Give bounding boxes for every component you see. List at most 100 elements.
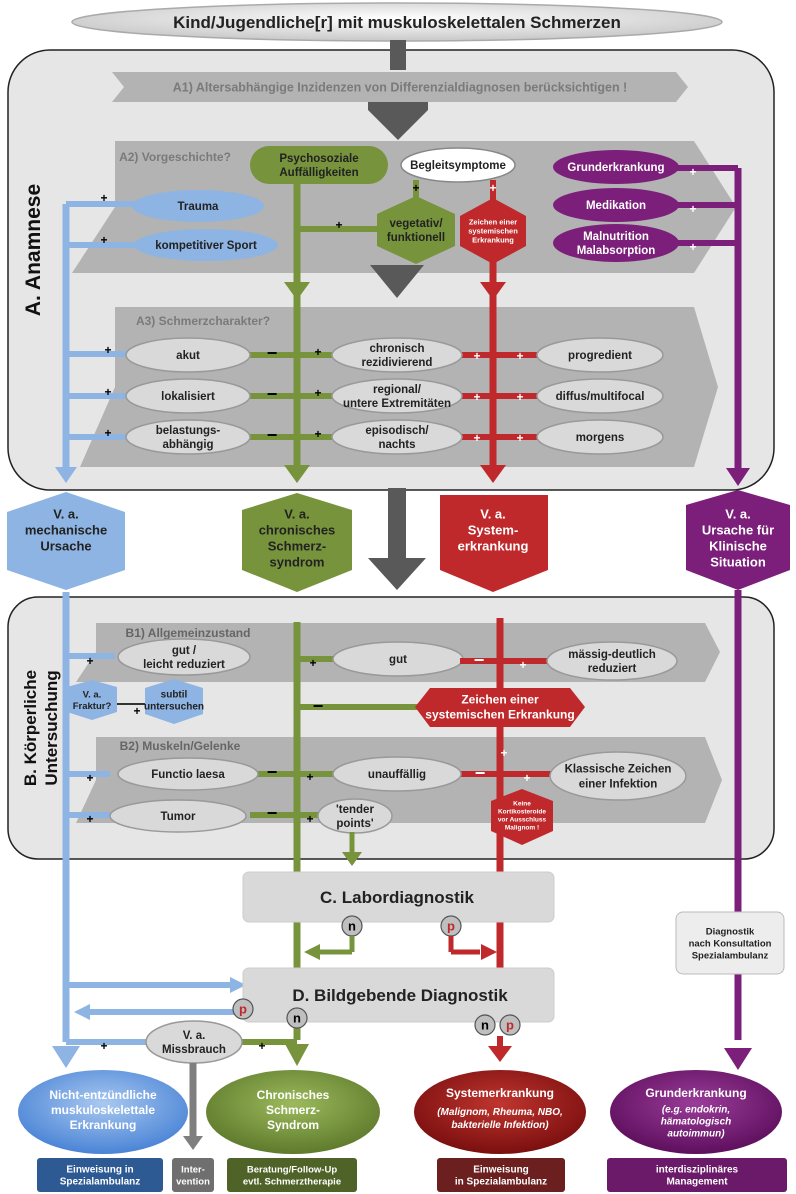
plus-marker: + <box>500 746 507 760</box>
arrow-head <box>183 1136 203 1150</box>
svg-text:Keine: Keine <box>513 800 531 807</box>
svg-text:V. a.: V. a. <box>53 507 79 522</box>
svg-text:nach Konsultation: nach Konsultation <box>689 938 772 949</box>
sport-label: kompetitiver Sport <box>155 240 257 252</box>
plus-marker: + <box>473 349 480 363</box>
svg-text:System-: System- <box>468 523 519 538</box>
medikation-ellipse <box>553 188 679 222</box>
plus-marker: + <box>306 812 313 826</box>
arrow-head <box>480 282 506 300</box>
outcome-chronic-pain-ellipse <box>206 1070 380 1154</box>
plus-marker: + <box>473 431 480 445</box>
svg-text:Missbrauch: Missbrauch <box>162 1044 226 1056</box>
svg-text:subtil: subtil <box>161 690 188 701</box>
a3-right-2-label: morgens <box>576 432 625 444</box>
svg-text:Medikation: Medikation <box>586 200 646 212</box>
medikation-label: Medikation <box>586 200 646 212</box>
subtil-hexagon <box>145 679 203 724</box>
svg-text:Spezialambulanz: Spezialambulanz <box>692 950 769 961</box>
svg-text:mechanische: mechanische <box>25 523 107 538</box>
footer-interdisziplinaer <box>607 1158 787 1192</box>
section-d-box <box>242 967 555 1023</box>
svg-text:gut: gut <box>389 654 407 666</box>
a2-label: A2) Vorgeschichte? <box>119 150 231 164</box>
plus-marker: + <box>516 390 523 404</box>
svg-text:Syndrom: Syndrom <box>267 1118 319 1132</box>
arrow-head <box>726 468 750 486</box>
svg-text:Einweisung: Einweisung <box>473 1165 529 1176</box>
main-flow-arrow <box>368 102 428 140</box>
svg-text:chronisch: chronisch <box>370 343 425 355</box>
a1-label: A1) Altersabhängige Inzidenzen von Diffe… <box>173 80 627 94</box>
arrow-head <box>284 282 310 300</box>
footer-einweisung-blue <box>37 1158 163 1192</box>
main-flow-arrow <box>370 265 424 298</box>
svg-text:hämatologisch: hämatologisch <box>661 1117 732 1128</box>
plus-marker: + <box>306 770 313 784</box>
result-p-circle <box>232 998 254 1020</box>
svg-text:einer Infektion: einer Infektion <box>579 779 658 791</box>
main-flow-arrow <box>368 558 426 590</box>
arrow-head <box>74 1004 90 1020</box>
plus-marker: + <box>104 426 111 440</box>
svg-text:bakterielle Infektion): bakterielle Infektion) <box>451 1120 549 1131</box>
svg-text:kompetitiver Sport: kompetitiver Sport <box>155 240 257 252</box>
plus-marker: + <box>100 233 107 247</box>
plus-marker: + <box>516 431 523 445</box>
plus-marker: + <box>86 812 93 826</box>
plus-marker: + <box>689 165 696 179</box>
a3-right-1-ellipse <box>536 378 664 414</box>
svg-text:Management: Management <box>666 1177 728 1188</box>
b1-left-label: gut /leicht reduziert <box>143 645 225 671</box>
plus-marker: + <box>86 771 93 785</box>
arrow-head <box>284 465 310 483</box>
result-n-circle <box>474 1014 496 1036</box>
plus-marker: + <box>104 385 111 399</box>
plus-marker: + <box>689 202 696 216</box>
svg-text:vor Ausschluss: vor Ausschluss <box>498 816 547 823</box>
svg-text:reduziert: reduziert <box>588 663 637 675</box>
minus-marker: − <box>474 650 485 670</box>
va-fracture-hexagon <box>67 680 117 720</box>
svg-text:untersuchen: untersuchen <box>144 702 204 713</box>
svg-text:Spezialambulanz: Spezialambulanz <box>60 1177 141 1188</box>
va-system-hexagon <box>440 495 548 592</box>
result-p-label: p <box>239 1002 247 1017</box>
plus-marker: + <box>100 191 107 205</box>
svg-text:B1) Allgemeinzustand: B1) Allgemeinzustand <box>126 626 251 640</box>
a3-right-2-ellipse <box>536 419 664 455</box>
va-system-label: V. a.System-erkrankung <box>458 507 529 554</box>
b1-left-ellipse <box>117 638 251 676</box>
arrow-head <box>342 852 362 866</box>
result-n-label: n <box>348 919 356 934</box>
grunderkrankung-ellipse <box>553 150 679 184</box>
plus-marker: + <box>309 656 316 670</box>
outcome-non-inflammatory-label: Nicht-entzündlichemuskuloskelettaleErkra… <box>49 1088 157 1132</box>
plus-marker: + <box>314 345 321 359</box>
svg-text:V. a.: V. a. <box>480 507 506 522</box>
plus-marker: + <box>133 704 140 718</box>
arrow-head <box>285 1044 309 1066</box>
no-corticosteroids-hexagon <box>491 789 553 845</box>
functio-laesa-ellipse <box>117 757 259 791</box>
outcome-systemic-title: Systemerkrankung <box>446 1086 554 1100</box>
svg-text:Systemerkrankung: Systemerkrankung <box>446 1086 554 1100</box>
a1-band <box>112 72 688 102</box>
svg-text:lokalisiert: lokalisiert <box>161 391 215 403</box>
arrow-head <box>304 944 320 960</box>
vegetativ-hexagon <box>377 196 455 264</box>
svg-text:systemischen Erkrankung: systemischen Erkrankung <box>425 708 574 722</box>
a3-right-1-label: diffus/multifocal <box>556 391 645 403</box>
missbrauch-label: V. a.Missbrauch <box>162 1030 226 1056</box>
plus-marker: + <box>519 658 526 672</box>
a3-left-0-label: akut <box>176 350 200 362</box>
svg-text:Malnutrition: Malnutrition <box>583 231 649 243</box>
svg-text:Psychosoziale: Psychosoziale <box>279 153 358 165</box>
arrow-head <box>481 944 497 960</box>
plus-marker: + <box>100 1039 107 1053</box>
